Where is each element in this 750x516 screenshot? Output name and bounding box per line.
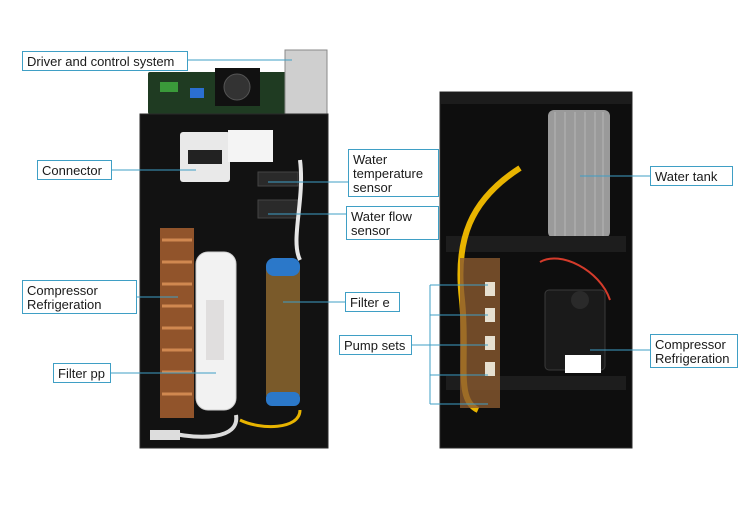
filter-e-body: [266, 262, 300, 402]
copper-coil-right: [460, 258, 500, 408]
label-filter-pp: Filter pp: [53, 363, 111, 383]
power-supply: [284, 49, 328, 119]
label-water-flow-sensor: Water flow sensor: [346, 206, 439, 240]
copper-coil-left: [160, 228, 194, 418]
label-compressor-refrigeration-right: Compressor Refrigeration: [650, 334, 738, 368]
water-tank: [548, 110, 610, 238]
left-unit: [139, 49, 329, 449]
label-driver-control-system: Driver and control system: [22, 51, 188, 71]
callout-lines: [111, 59, 650, 405]
temp-sensor-block: [257, 171, 299, 187]
label-filter-e: Filter e: [345, 292, 400, 312]
label-compressor-refrigeration-left: Compressor Refrigeration: [22, 280, 137, 314]
flow-sensor-block: [257, 199, 299, 219]
label-water-tank: Water tank: [650, 166, 733, 186]
label-water-temperature-sensor: Water temperature sensor: [348, 149, 439, 197]
right-unit: [439, 91, 633, 449]
label-pump-sets: Pump sets: [339, 335, 412, 355]
label-connector: Connector: [37, 160, 112, 180]
